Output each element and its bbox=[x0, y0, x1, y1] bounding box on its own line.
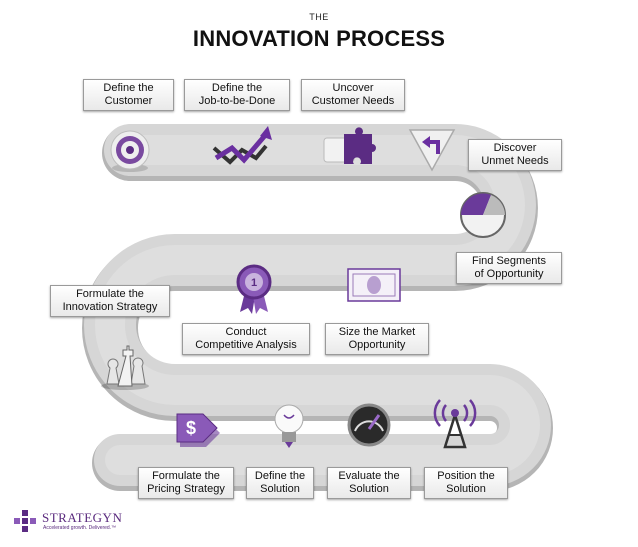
gauge-icon bbox=[347, 403, 391, 447]
target-icon bbox=[110, 130, 150, 172]
rising-arrow-icon bbox=[212, 126, 272, 165]
logo-name: STRATEGYN bbox=[42, 510, 123, 525]
ribbon-award-icon: 1 bbox=[236, 264, 272, 314]
title-prefix: THE bbox=[309, 12, 329, 22]
svg-text:1: 1 bbox=[251, 277, 257, 289]
strategyn-logo: STRATEGYN Accelerated growth. Delivered.… bbox=[12, 508, 132, 538]
puzzle-icon bbox=[323, 127, 376, 164]
light-bulb-icon bbox=[274, 404, 304, 448]
chess-pieces-icon bbox=[101, 345, 149, 390]
price-tag-icon: $ bbox=[176, 413, 220, 447]
pie-segment-icon bbox=[460, 192, 506, 238]
broadcast-tower-icon bbox=[433, 399, 477, 449]
banknote-icon bbox=[347, 268, 401, 302]
logo-tagline: Accelerated growth. Delivered.™ bbox=[43, 525, 117, 531]
page-title: INNOVATION PROCESS bbox=[192, 26, 446, 51]
logo-mark-icon bbox=[14, 510, 36, 532]
svg-text:$: $ bbox=[186, 418, 196, 438]
turn-sign-icon bbox=[408, 129, 456, 172]
